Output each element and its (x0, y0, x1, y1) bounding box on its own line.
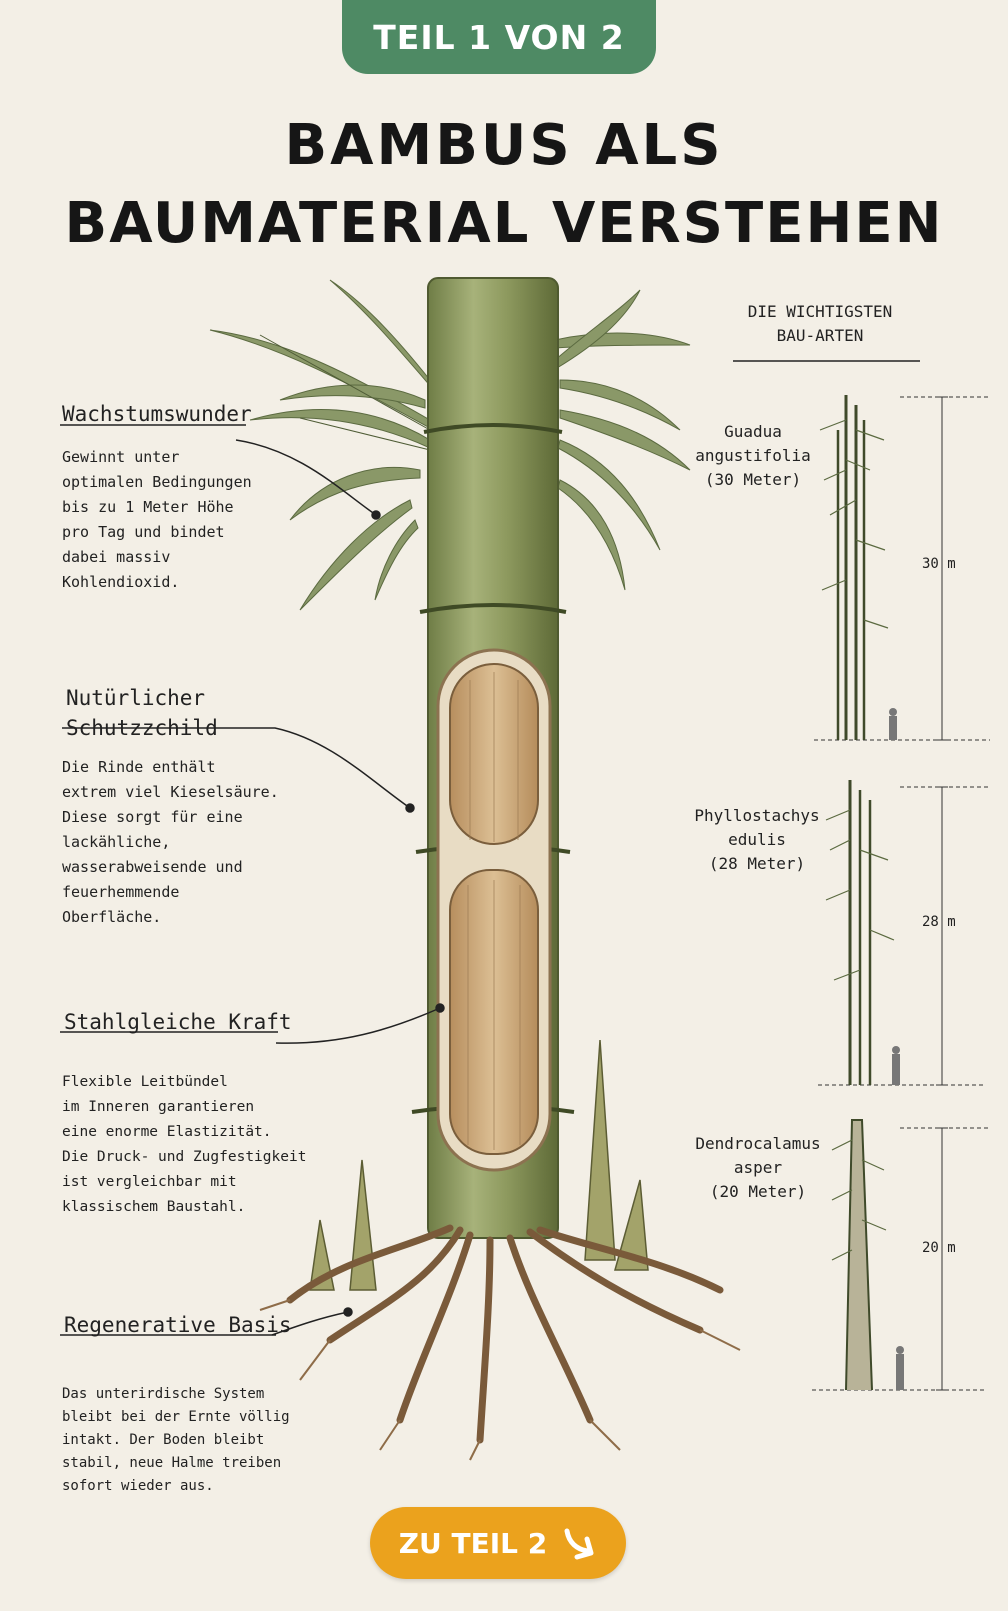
page-title-line-2: BAUMATERIAL VERSTEHEN (64, 191, 944, 256)
section-heading-shield: Nutürlicher Schutzzchild (66, 686, 218, 740)
part-badge-label: TEIL 1 VON 2 (373, 17, 625, 57)
next-part-button-label: ZU TEIL 2 (398, 1526, 548, 1560)
species-height-guadua: 30 m (922, 556, 956, 572)
species-dendrocalamus-figure (812, 1119, 990, 1391)
section-heading-regenerative: Regenerative Basis (64, 1313, 292, 1337)
species-name-dendrocalamus: Dendrocalamus asper (20 Meter) (695, 1134, 821, 1201)
page-title-line-1: BAMBUS ALS (284, 113, 724, 178)
leaf-cluster-left (209, 279, 433, 611)
section-heading-strength: Stahlgleiche Kraft (64, 1010, 292, 1034)
section-text-regenerative: Das unterirdische System bleibt bei der … (62, 1386, 290, 1494)
part-badge: TEIL 1 VON 2 (342, 0, 656, 74)
fine-roots (259, 1299, 741, 1461)
species-name-phyllostachys: Phyllostachys edulis (28 Meter) (694, 806, 820, 873)
section-text-strength: Flexible Leitbündel im Inneren garantier… (62, 1074, 307, 1215)
section-text-shield: Die Rinde enthält extrem viel Kieselsäur… (62, 758, 279, 926)
species-panel-header: DIE WICHTIGSTEN BAU-ARTEN (747, 302, 893, 345)
species-guadua-figure (814, 395, 990, 741)
next-part-button[interactable]: ZU TEIL 2 (370, 1507, 626, 1579)
section-heading-growth: Wachstumswunder (62, 402, 252, 426)
species-height-phyllostachys: 28 m (922, 914, 956, 930)
species-name-guadua: Guadua angustifolia (30 Meter) (695, 422, 811, 489)
section-text-growth: Gewinnt unter optimalen Bedingungen bis … (62, 448, 252, 591)
species-phyllostachys-figure (818, 780, 990, 1086)
bamboo-roots (286, 1224, 724, 1444)
heading-underlines (60, 424, 278, 1336)
callout-lines (62, 439, 445, 1336)
leaf-cluster-right (554, 289, 691, 591)
species-height-dendrocalamus: 20 m (922, 1240, 956, 1256)
arrow-down-right-icon (564, 1528, 594, 1560)
